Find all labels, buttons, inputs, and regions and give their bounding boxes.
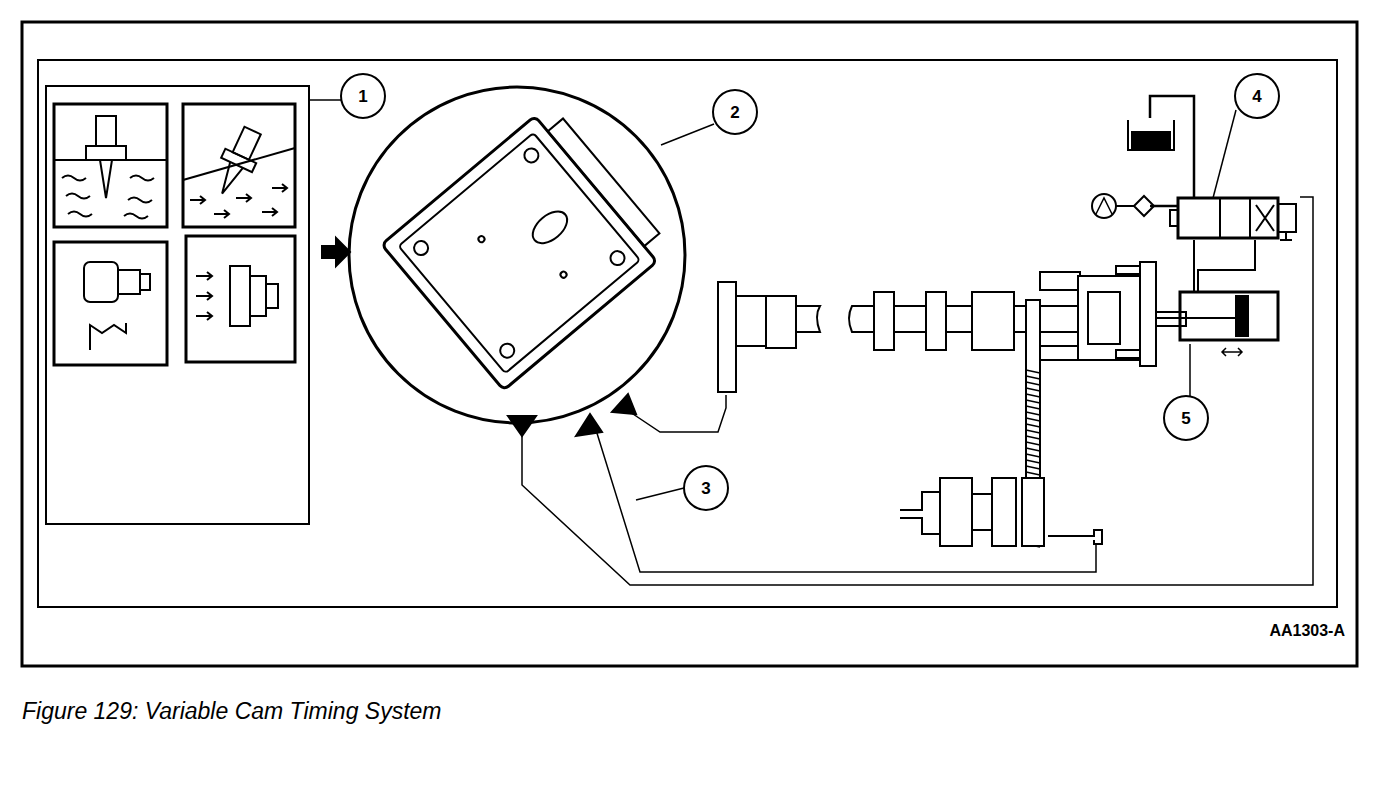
outer-frame [22, 22, 1357, 666]
callout-circle: 4 [1234, 73, 1280, 119]
callout-number: 2 [730, 104, 739, 121]
input-arrow [612, 394, 636, 414]
callout-circle: 3 [683, 465, 729, 511]
callout-circle: 1 [340, 73, 386, 119]
leader-line [309, 99, 342, 101]
callout-number: 3 [701, 480, 710, 497]
callout-number: 1 [358, 88, 367, 105]
solenoid-valve [1092, 96, 1296, 240]
sensor-panel [46, 86, 309, 524]
solenoid-wire [522, 197, 1313, 585]
output-arrow [508, 416, 536, 436]
callout-circle: 2 [712, 89, 758, 135]
figure-caption: Figure 129: Variable Cam Timing System [22, 698, 442, 725]
leader-line [1189, 344, 1191, 398]
leader-line [636, 488, 684, 500]
leader-line [1213, 110, 1236, 198]
sensor-icons [54, 104, 295, 365]
crankshaft [900, 478, 1102, 546]
cam-sensor-wire [630, 395, 726, 432]
crank-sensor-wire [596, 430, 1096, 572]
pcm-module [382, 103, 673, 390]
hydraulic-cylinder [1156, 240, 1278, 356]
input-arrow [576, 414, 602, 436]
input-arrow [322, 238, 350, 266]
figure-code: AA1303-A [1269, 622, 1345, 640]
callout-number: 5 [1181, 410, 1190, 427]
pcm-circle [349, 87, 685, 423]
callout-number: 4 [1252, 88, 1261, 105]
camshaft [718, 282, 1078, 392]
inner-frame [38, 60, 1337, 607]
leader-line [661, 124, 714, 145]
cam-phaser [1026, 262, 1186, 545]
callout-circle: 5 [1163, 395, 1209, 441]
